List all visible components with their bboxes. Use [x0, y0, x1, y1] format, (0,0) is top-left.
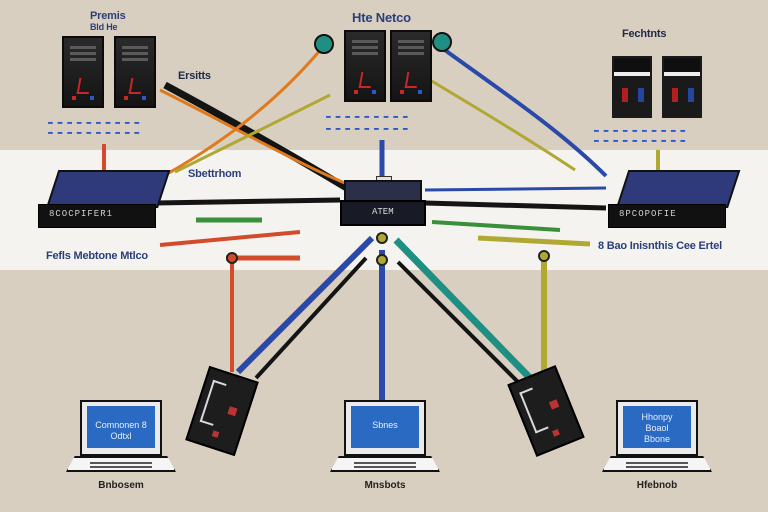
cable-black	[254, 256, 368, 380]
cable-green	[431, 220, 561, 232]
rack-server-icon	[612, 56, 652, 118]
left-band-label: Fefls Mebtone Mtlco	[46, 250, 148, 262]
laptop-icon: Hhonpy Boaol Bbone Hfebnob	[602, 400, 712, 491]
connector-node-icon	[432, 32, 452, 52]
laptop-caption: Bnbosem	[98, 480, 144, 491]
cable-olive	[477, 235, 591, 247]
port-dashes: ▬ ▬ ▬ ▬ ▬ ▬ ▬ ▬ ▬	[326, 124, 408, 133]
laptop-caption: Hfebnob	[636, 480, 678, 491]
cable-black	[396, 260, 524, 388]
switch-label: Sbettrhom	[188, 168, 242, 180]
cable-black	[163, 81, 352, 194]
rack-server-icon	[662, 56, 702, 118]
connector-node-icon	[376, 232, 388, 244]
network-title-label: Hte Netco	[352, 10, 411, 25]
server-tower-icon	[62, 36, 104, 108]
hub-front-label: ATEM	[372, 207, 394, 217]
cable-olive	[429, 78, 576, 172]
cable-black	[154, 197, 341, 206]
port-dashes: ▬ ▬ ▬ ▬ ▬ ▬ ▬ ▬ ▬	[326, 112, 408, 121]
cable-blue	[440, 46, 608, 178]
switch-front-label: 8PCOPOFIE	[619, 209, 677, 219]
laptop-caption: Mnsbots	[364, 480, 406, 491]
laptop-icon: Comnonen 8 Odtxl Bnbosem	[66, 400, 176, 491]
remote-site-label: Fechtnts	[622, 28, 667, 40]
laptop-screen-text: Comnonen 8 Odtxl	[87, 406, 155, 448]
cable-blue	[235, 235, 375, 375]
connector-node-icon	[226, 252, 238, 264]
cable-blue	[424, 186, 607, 192]
right-band-label: 8 Bao Inisnthis Cee Ertel	[598, 240, 722, 252]
laptop-screen-text: Hhonpy Boaol Bbone	[623, 406, 691, 448]
laptop-icon: Sbnes Mnsbots	[330, 400, 440, 491]
port-dashes: ▬ ▬ ▬ ▬ ▬ ▬ ▬ ▬ ▬ ▬	[594, 136, 686, 145]
cable-red	[159, 230, 301, 247]
premises-label: Premis	[90, 10, 126, 22]
servers-label: Ersitts	[178, 70, 211, 82]
cable-orange	[159, 47, 324, 180]
network-switch-icon: 8COCPIFER1	[38, 170, 171, 228]
switch-front-label: 8COCPIFER1	[49, 209, 114, 219]
server-tower-icon	[344, 30, 386, 102]
laptop-screen-text: Sbnes	[351, 406, 419, 448]
port-dashes: ▬ ▬ ▬ ▬ ▬ ▬ ▬ ▬ ▬ ▬	[594, 126, 686, 135]
connector-node-icon	[538, 250, 550, 262]
server-tower-icon	[114, 36, 156, 108]
cable-teal	[393, 237, 533, 381]
server-tower-icon	[390, 30, 432, 102]
port-dashes: ▬ ▬ ▬ ▬ ▬ ▬ ▬ ▬ ▬ ▬	[48, 118, 140, 127]
connector-node-icon	[376, 254, 388, 266]
network-switch-icon: 8PCOPOFIE	[608, 170, 741, 228]
cable-black	[424, 200, 607, 211]
premises-sublabel: Bld He	[90, 22, 118, 32]
hub-icon: ATEM	[340, 176, 426, 226]
cable-orange	[159, 88, 353, 188]
cable-olive	[174, 93, 331, 174]
connector-node-icon	[314, 34, 334, 54]
port-dashes: ▬ ▬ ▬ ▬ ▬ ▬ ▬ ▬ ▬ ▬	[48, 128, 140, 137]
